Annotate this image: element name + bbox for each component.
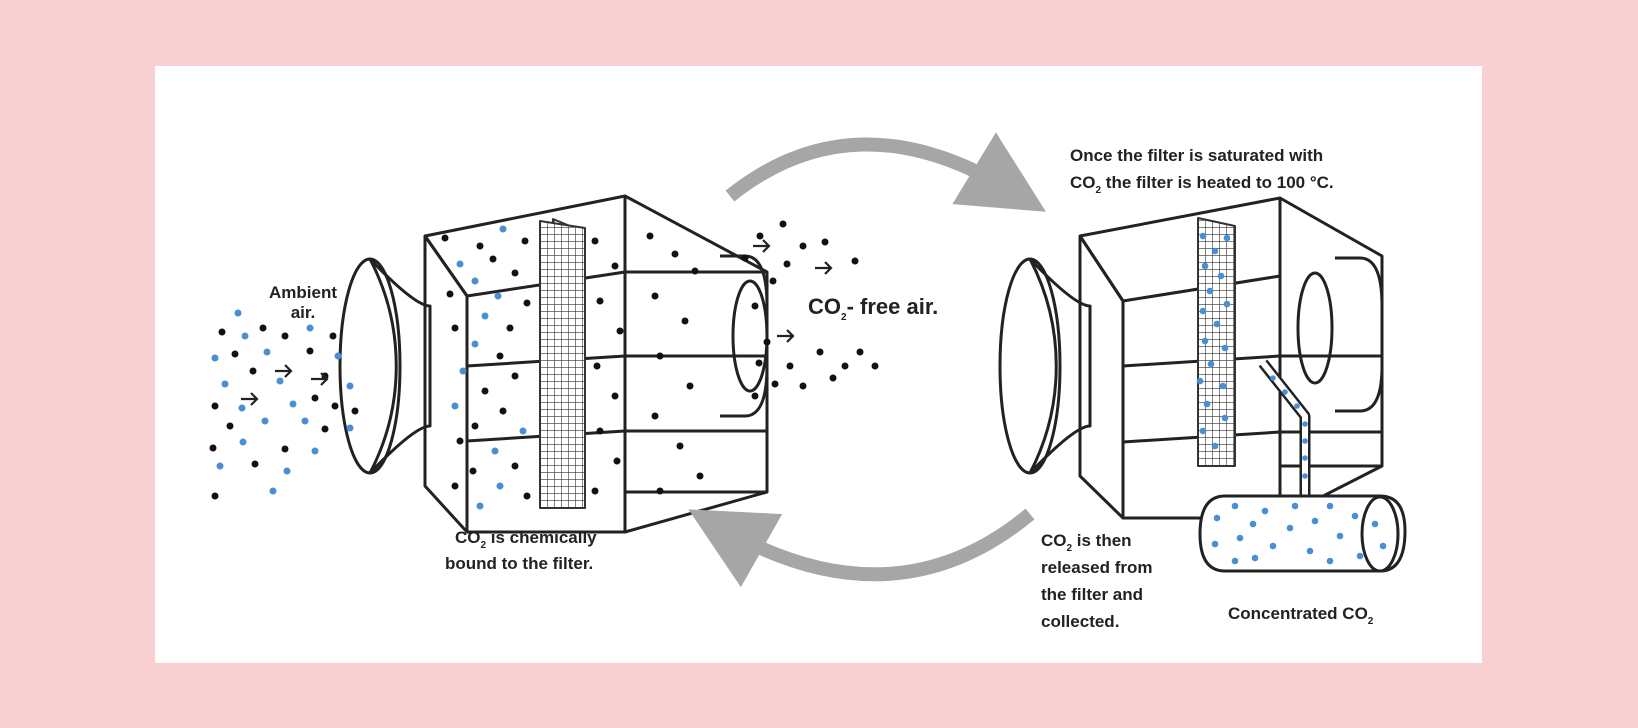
direct-air-capture-diagram: Ambient air. CO2- free air. CO2 is chemi…: [209, 132, 1407, 631]
label-bound-2: bound to the filter.: [445, 554, 593, 573]
label-released-4: collected.: [1041, 612, 1119, 631]
concentrated-sub: 2: [1368, 616, 1374, 627]
label-saturated-2: CO2 the filter is heated to 100 °C.: [1070, 173, 1334, 196]
cycle-arrow-top: [725, 132, 1046, 212]
label-concentrated: Concentrated CO2: [1228, 604, 1374, 627]
concentrated-pre: Concentrated CO: [1228, 604, 1368, 623]
released-1-pre: CO: [1041, 531, 1067, 550]
co2-free-post: - free air.: [847, 294, 939, 319]
saturated-2-post: the filter is heated to 100 °C.: [1101, 173, 1334, 192]
label-released-1: CO2 is then: [1041, 531, 1132, 554]
label-bound-1: CO2 is chemically: [455, 528, 597, 551]
label-saturated-1: Once the filter is saturated with: [1070, 146, 1323, 165]
co2-free-pre: CO: [808, 294, 841, 319]
bound-1-post: is chemically: [486, 528, 597, 547]
capture-unit-left: [338, 194, 769, 534]
bound-1-pre: CO: [455, 528, 481, 547]
label-released-3: the filter and: [1041, 585, 1143, 604]
diagram-panel: Ambient air. CO2- free air. CO2 is chemi…: [155, 66, 1482, 663]
co2-free-sub: 2: [841, 312, 847, 323]
co2-free-air-arrows: [753, 239, 833, 343]
ambient-air-arrows: [241, 364, 329, 406]
saturated-filter-particles: [1196, 232, 1387, 565]
label-co2-free-air: CO2- free air.: [808, 294, 938, 323]
co2-free-air-particles: [741, 220, 879, 400]
bound-1-sub: 2: [481, 540, 487, 551]
released-1-sub: 2: [1067, 543, 1073, 554]
released-1-post: is then: [1072, 531, 1132, 550]
cycle-arrow-bottom: [688, 508, 1035, 588]
label-ambient-2: air.: [291, 303, 316, 322]
saturated-2-pre: CO: [1070, 173, 1096, 192]
saturated-2-sub: 2: [1096, 185, 1102, 196]
label-released-2: released from: [1041, 558, 1153, 577]
capture-unit-right: [998, 196, 1407, 573]
left-box-particles: [441, 225, 704, 510]
label-ambient-1: Ambient: [269, 283, 337, 302]
ambient-air-particles: [209, 309, 359, 500]
